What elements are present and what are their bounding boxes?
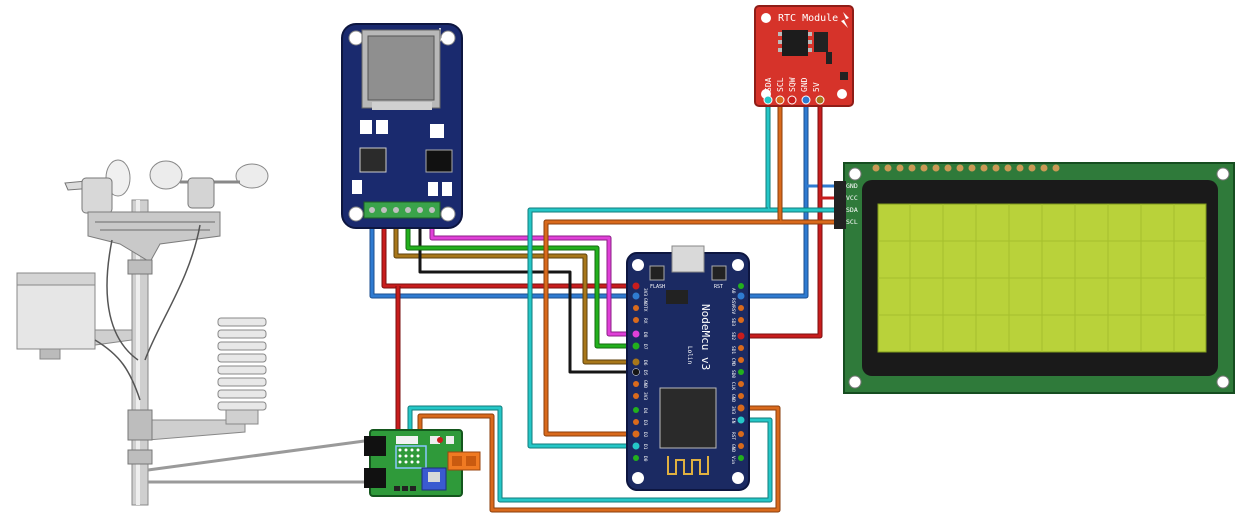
right-pin-label-9: GND (730, 394, 736, 402)
rtc-pin-sda-label: SDA (764, 77, 773, 92)
right-pin-label-7: SD0 (730, 370, 736, 378)
wires (369, 100, 838, 513)
radiation-shield (217, 317, 267, 425)
right-pin-label-4: SD2 (730, 332, 736, 340)
right-pin-label-0: A0 (730, 288, 736, 294)
left-pin-label-2: TX (642, 306, 648, 312)
left-pin-label-11: D3 (642, 420, 648, 426)
lcd-pin-vcc-label: VCC (846, 194, 858, 202)
right-pin-label-8: CLK (730, 382, 736, 390)
right-pin-label-10: 3V3 (730, 406, 736, 414)
antenna-icon (667, 456, 709, 475)
rst-button[interactable] (711, 265, 727, 281)
station-cable-1 (147, 438, 373, 472)
rtc-title: RTC Module (778, 13, 838, 24)
weather-interface-board (364, 429, 481, 497)
left-pin-label-14: D0 (642, 456, 648, 462)
lcd-pin-sda-label: SDA (846, 206, 858, 214)
right-pin-label-1: RSV (730, 298, 736, 306)
lcd-grid (878, 204, 1206, 352)
lcd-pin-gnd-label: GND (846, 182, 858, 190)
right-pin-label-5: SD1 (730, 346, 736, 354)
usb-port (671, 245, 705, 273)
right-pin-label-2: RSV (730, 306, 736, 314)
right-pin-label-13: GND (730, 444, 736, 452)
left-pin-label-4: D8 (642, 332, 648, 338)
rj11-jack-1 (364, 436, 386, 456)
rtc-pin-sqw-label: SQW (788, 77, 797, 92)
flame-logo-icon (841, 12, 849, 28)
nodemcu-title: NodeMcu v3 (699, 304, 712, 370)
left-pin-label-5: D7 (642, 344, 648, 350)
nodemcu-board: FLASH RST NodeMcu v3 Lolin (626, 245, 750, 491)
weather-station (16, 159, 269, 506)
left-pin-label-6: D6 (642, 360, 648, 366)
right-pin-label-3: SD3 (730, 318, 736, 326)
rtc-pin-5v-label: 5V (812, 82, 821, 92)
right-pin-label-6: CMD (730, 358, 736, 366)
lcd-display: GND VCC SDA SCL (834, 162, 1235, 394)
left-pin-label-0: 3V3 (642, 288, 648, 296)
right-pin-label-11: EN (730, 418, 736, 424)
left-pin-label-1: GND (642, 298, 648, 306)
left-pin-label-12: D2 (642, 432, 648, 438)
left-pin-label-3: RX (642, 318, 648, 324)
flash-button[interactable] (649, 265, 665, 281)
esp-module (659, 387, 717, 449)
rtc-pin-gnd-label: GND (800, 77, 809, 92)
nodemcu-subtitle: Lolin (686, 346, 693, 364)
lcd-pin-scl-label: SCL (846, 218, 858, 226)
left-pin-label-7: D5 (642, 370, 648, 376)
nodemcu-right-pins (737, 283, 745, 461)
rj11-jack-2 (364, 468, 386, 488)
lcd-header-pins (872, 164, 1060, 172)
rst-label: RST (714, 284, 723, 290)
sd-card-module (341, 23, 463, 229)
rtc-pin-scl-label: SCL (776, 77, 785, 92)
left-pin-label-10: D4 (642, 408, 648, 414)
right-pin-label-12: RST (730, 432, 736, 440)
left-pin-label-9: 3V3 (642, 392, 648, 400)
rtc-module: RTC Module SDA SCL SQW GND 5V (754, 5, 854, 107)
flash-label: FLASH (650, 284, 665, 290)
right-pin-label-14: Vin (730, 456, 736, 464)
left-pin-label-13: D1 (642, 444, 648, 450)
nodemcu-left-pins (632, 282, 640, 461)
left-pin-label-8: GND (642, 380, 648, 388)
